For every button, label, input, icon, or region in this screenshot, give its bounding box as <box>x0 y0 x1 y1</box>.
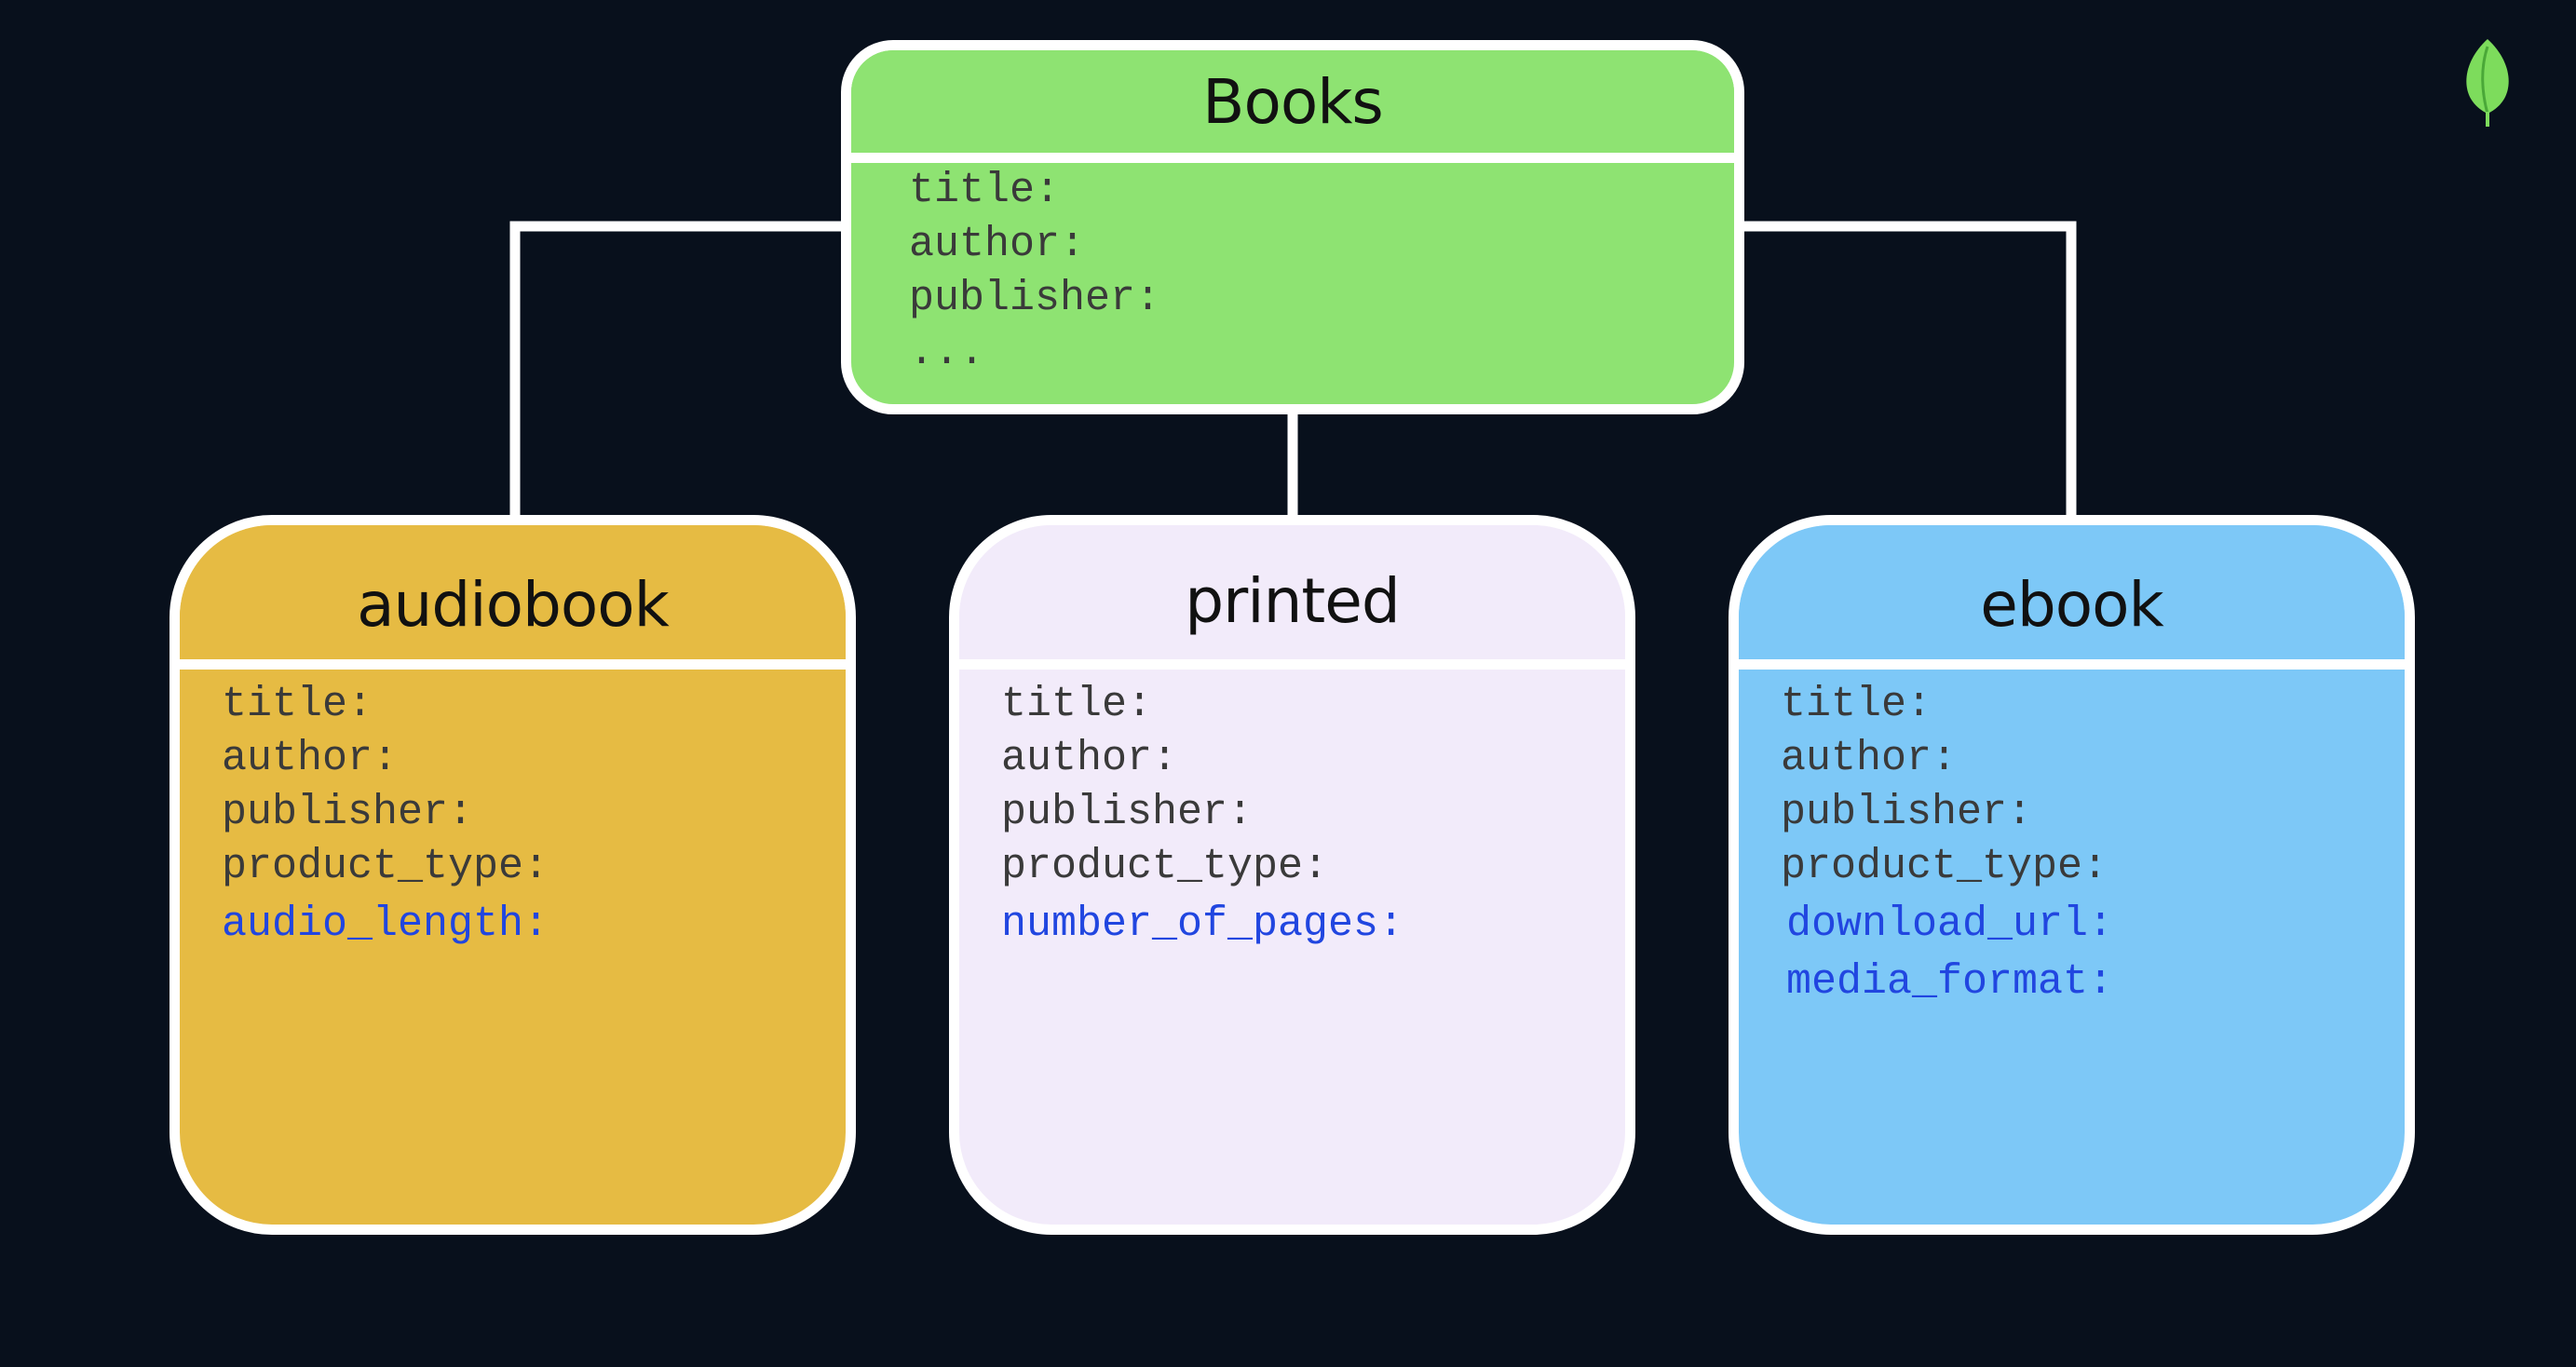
field-download-url: download_url: <box>1786 900 2114 948</box>
printed-card: printed title: author: publisher: produc… <box>949 515 1635 1235</box>
field-title: title: <box>909 167 1061 214</box>
field-ellipsis: ... <box>909 329 985 376</box>
field-audio-length: audio_length: <box>222 900 549 948</box>
books-card-title: Books <box>851 50 1734 163</box>
field-product-type: product_type: <box>1001 843 1329 890</box>
ebook-field-list: title: author: publisher: product_type: … <box>1781 678 2405 1009</box>
field-publisher: publisher: <box>222 789 474 836</box>
leaf-icon <box>2466 39 2509 127</box>
audiobook-card: audiobook title: author: publisher: prod… <box>169 515 856 1235</box>
printed-field-list: title: author: publisher: product_type: … <box>1001 678 1625 952</box>
field-number-of-pages: number_of_pages: <box>1001 900 1404 948</box>
field-author: author: <box>909 221 1086 268</box>
books-field-list: title: author: publisher: ... <box>909 164 1734 380</box>
connector-ebook <box>1732 221 2077 527</box>
field-product-type: product_type: <box>1781 843 2108 890</box>
field-media-format: media_format: <box>1786 958 2114 1006</box>
audiobook-field-list: title: author: publisher: product_type: … <box>222 678 846 952</box>
audiobook-card-title: audiobook <box>180 525 846 670</box>
field-publisher: publisher: <box>909 275 1161 322</box>
field-product-type: product_type: <box>222 843 549 890</box>
field-title: title: <box>1001 681 1153 728</box>
field-author: author: <box>1781 735 1958 782</box>
field-title: title: <box>222 681 373 728</box>
ebook-card-title: ebook <box>1739 525 2405 670</box>
printed-card-title: printed <box>959 525 1625 670</box>
connector-audiobook <box>509 221 853 527</box>
books-card: Books title: author: publisher: ... <box>841 40 1744 414</box>
field-title: title: <box>1781 681 1932 728</box>
field-publisher: publisher: <box>1781 789 2033 836</box>
field-author: author: <box>1001 735 1178 782</box>
field-publisher: publisher: <box>1001 789 1254 836</box>
ebook-card: ebook title: author: publisher: product_… <box>1729 515 2415 1235</box>
field-author: author: <box>222 735 399 782</box>
